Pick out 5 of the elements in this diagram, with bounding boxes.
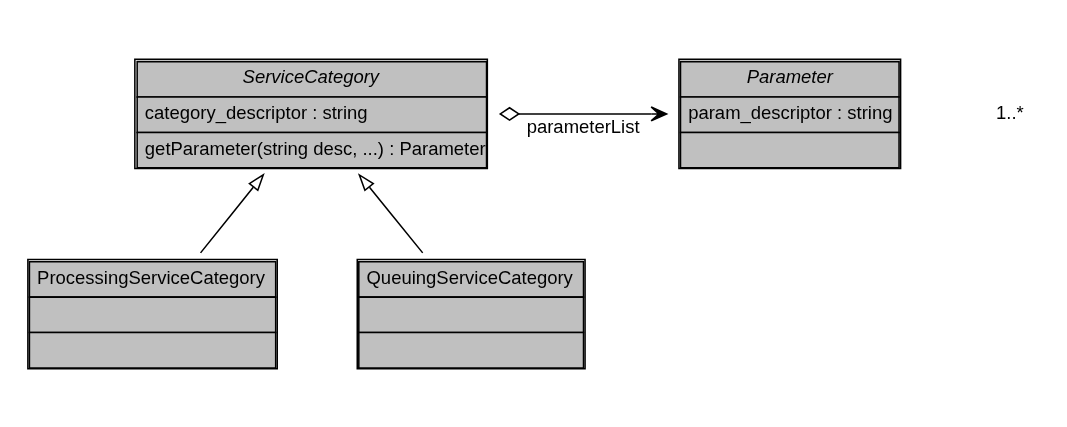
edge-label: parameterList (526, 115, 640, 137)
arrow (199, 172, 265, 254)
arrow (498, 105, 668, 122)
label: 1..* (996, 101, 1024, 123)
arrow (357, 172, 424, 254)
